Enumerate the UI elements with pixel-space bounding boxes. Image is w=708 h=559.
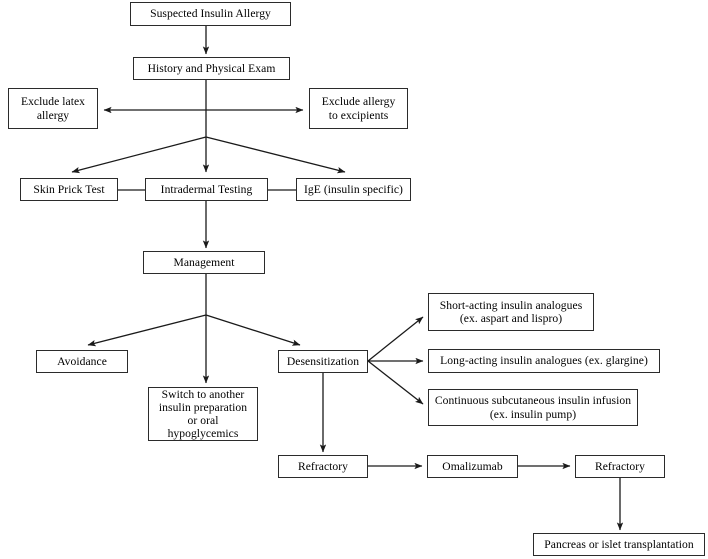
node-desensitization: Desensitization [278, 350, 368, 373]
node-refractory-first: Refractory [278, 455, 368, 478]
edge-desens-csii [367, 360, 424, 405]
edge-history-skinprick [71, 136, 207, 174]
node-continuous-subcutaneous-insulin-infusion: Continuous subcutaneous insulin infusion… [428, 389, 638, 426]
node-skin-prick-test: Skin Prick Test [20, 178, 118, 201]
node-short-acting-insulin-analogues: Short-acting insulin analogues(ex. aspar… [428, 293, 594, 331]
node-omalizumab: Omalizumab [427, 455, 518, 478]
edge-management-desensitization [205, 314, 301, 346]
node-refractory-second: Refractory [575, 455, 665, 478]
node-avoidance: Avoidance [36, 350, 128, 373]
node-long-acting-insulin-analogues: Long-acting insulin analogues (ex. glarg… [428, 349, 660, 373]
node-pancreas-or-islet-transplantation: Pancreas or islet transplantation [533, 533, 705, 556]
node-management: Management [143, 251, 265, 274]
edge-history-ige [205, 136, 346, 174]
edge-desens-short [367, 316, 424, 362]
node-history-and-physical-exam: History and Physical Exam [133, 57, 290, 80]
edge-management-avoidance [87, 314, 207, 347]
node-intradermal-testing: Intradermal Testing [145, 178, 268, 201]
node-suspected-insulin-allergy: Suspected Insulin Allergy [130, 2, 291, 26]
node-ige-insulin-specific: IgE (insulin specific) [296, 178, 411, 201]
